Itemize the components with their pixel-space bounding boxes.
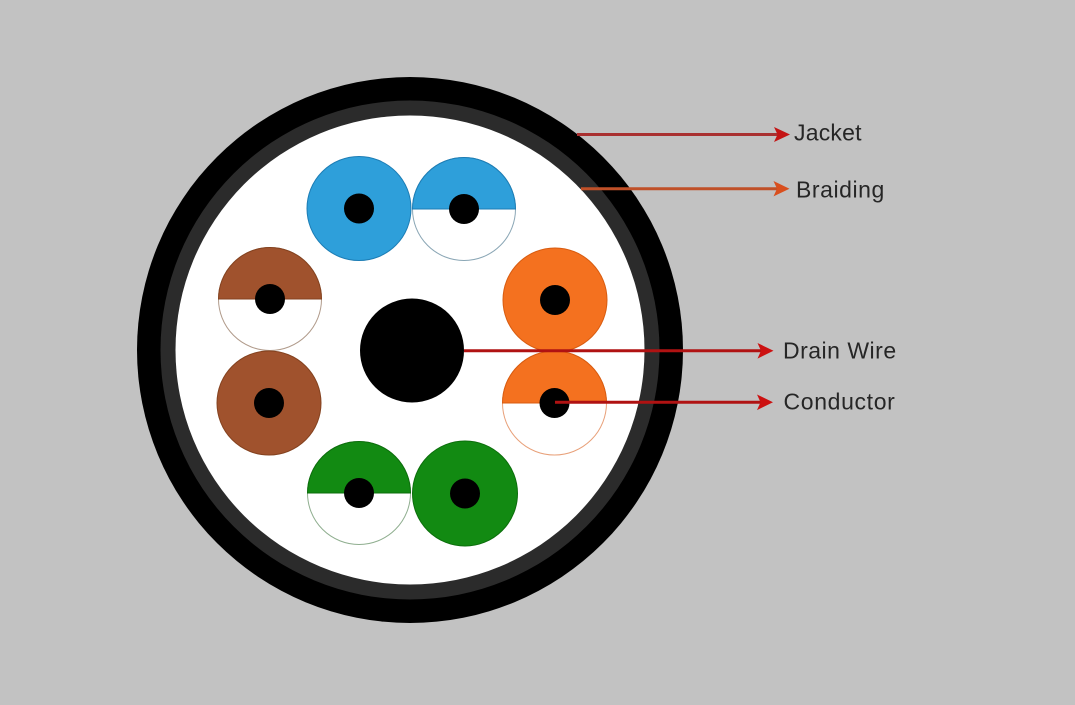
svg-text:Braiding: Braiding (796, 176, 885, 202)
svg-text:Drain Wire: Drain Wire (783, 337, 897, 363)
svg-text:Conductor: Conductor (784, 389, 896, 415)
svg-text:Jacket: Jacket (794, 120, 862, 146)
